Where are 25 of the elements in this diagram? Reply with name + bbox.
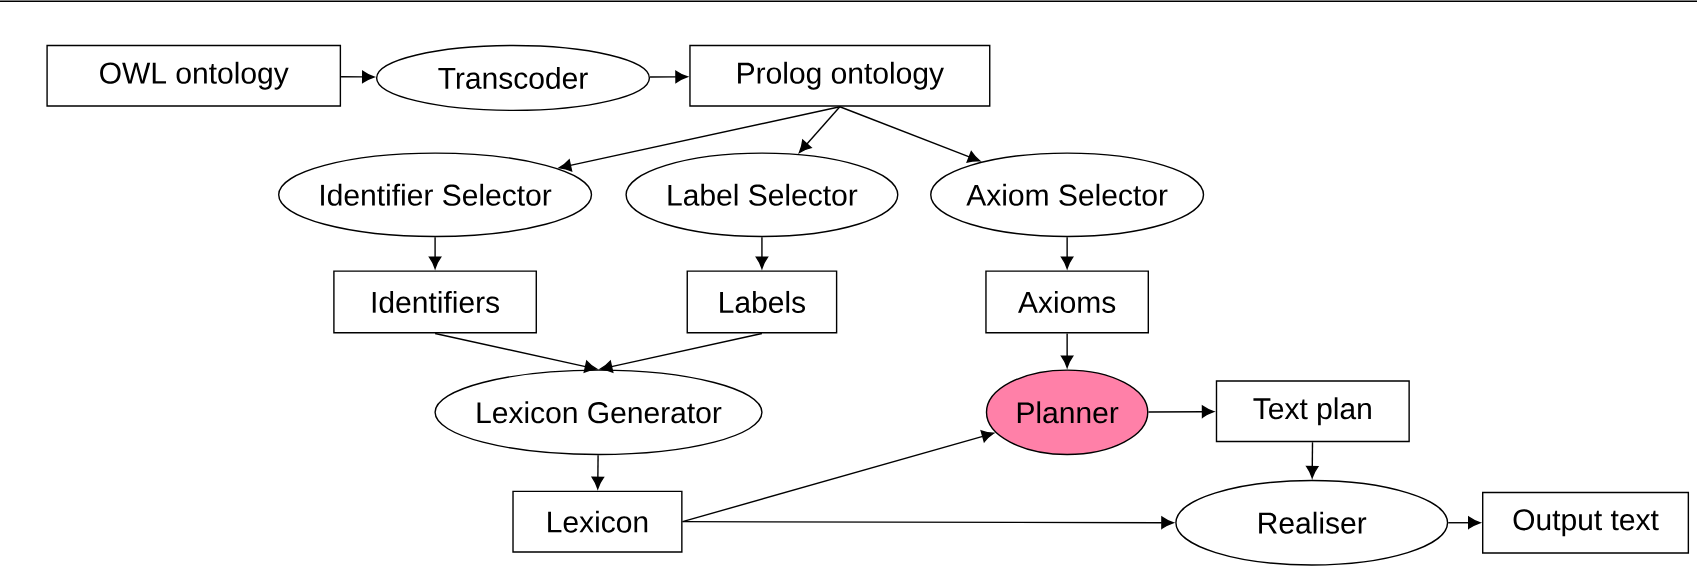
arrow bbox=[1147, 405, 1215, 418]
arrow bbox=[599, 332, 763, 373]
arrow bbox=[681, 430, 995, 523]
arrow bbox=[681, 516, 1174, 529]
process-box: Lexicon bbox=[512, 490, 683, 553]
process-box: Labels bbox=[686, 270, 838, 334]
arrow bbox=[1060, 236, 1074, 269]
arrow bbox=[1447, 516, 1481, 529]
arrow bbox=[839, 106, 981, 163]
arrow bbox=[649, 70, 688, 84]
arrow bbox=[558, 106, 841, 172]
process-box: Output text bbox=[1482, 491, 1690, 554]
arrow bbox=[340, 70, 375, 84]
arrow bbox=[1306, 441, 1319, 479]
process-box: Text plan bbox=[1215, 380, 1410, 443]
arrow bbox=[798, 106, 841, 153]
arrow bbox=[428, 236, 442, 269]
arrow bbox=[755, 236, 769, 269]
process-box: Identifiers bbox=[333, 270, 537, 334]
process-box: Axioms bbox=[985, 270, 1149, 334]
arrow bbox=[591, 454, 605, 490]
arrow bbox=[434, 332, 598, 373]
arrow bbox=[1060, 332, 1074, 368]
process-box: OWL ontology bbox=[46, 44, 342, 107]
process-box: Prolog ontology bbox=[689, 44, 991, 107]
